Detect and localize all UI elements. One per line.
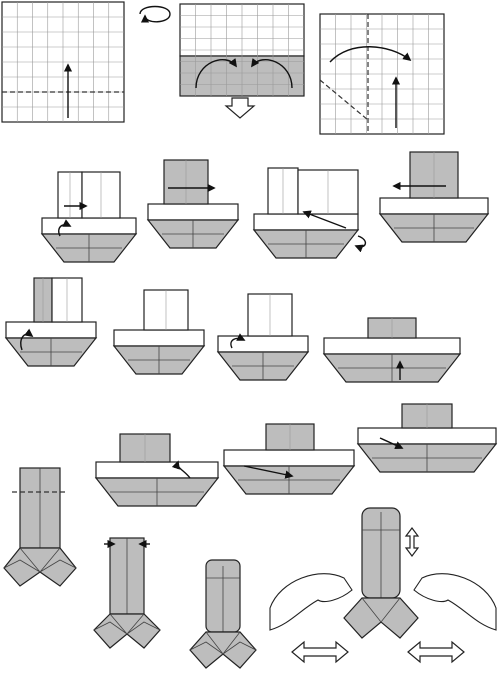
band bbox=[357, 427, 497, 445]
step-3 bbox=[319, 13, 445, 135]
band bbox=[147, 203, 239, 221]
row-2 bbox=[40, 151, 490, 263]
diagonal-fold-line bbox=[319, 79, 369, 121]
step-9 bbox=[112, 289, 206, 375]
turn-over-symbol bbox=[139, 5, 171, 23]
step-5 bbox=[146, 159, 240, 249]
left-hand bbox=[269, 573, 353, 631]
base bbox=[343, 597, 419, 639]
fold-arrow bbox=[329, 46, 412, 63]
band bbox=[95, 461, 219, 479]
crease-grid bbox=[320, 14, 444, 134]
step-16 bbox=[3, 467, 77, 587]
band bbox=[41, 217, 137, 235]
pull-arrow-right bbox=[407, 640, 465, 664]
base bbox=[93, 613, 161, 649]
band bbox=[223, 449, 355, 467]
fold-arrow bbox=[243, 465, 294, 479]
band bbox=[379, 197, 489, 215]
right-hand bbox=[413, 573, 497, 631]
step-14 bbox=[356, 403, 498, 473]
step-12 bbox=[94, 433, 220, 507]
fold-arrow-right bbox=[251, 58, 293, 89]
pull-arrow-left bbox=[291, 640, 349, 664]
fold-arrow bbox=[171, 460, 191, 479]
band bbox=[5, 321, 97, 339]
step-1 bbox=[1, 1, 125, 123]
push-arrow bbox=[224, 97, 256, 119]
step-8 bbox=[4, 277, 98, 367]
base bbox=[3, 547, 77, 587]
fold-arrow bbox=[20, 328, 34, 351]
row-3 bbox=[4, 277, 462, 383]
step-11 bbox=[322, 317, 462, 383]
step-4 bbox=[40, 171, 138, 263]
row-4 bbox=[94, 403, 498, 507]
step-13 bbox=[222, 423, 356, 495]
fold-arrow bbox=[230, 333, 246, 349]
step-6 bbox=[252, 167, 366, 259]
fold-arrow bbox=[379, 437, 404, 450]
step-18 bbox=[269, 507, 497, 664]
band bbox=[253, 213, 359, 231]
fold-arrow bbox=[354, 235, 366, 253]
base bbox=[189, 631, 257, 669]
crease-grid bbox=[2, 2, 124, 122]
step-2 bbox=[179, 3, 305, 119]
crease-grid bbox=[180, 4, 304, 96]
band bbox=[323, 337, 461, 355]
push-arrow bbox=[404, 527, 420, 557]
step-10 bbox=[216, 293, 310, 381]
step-7 bbox=[378, 151, 490, 243]
step-17b bbox=[189, 559, 257, 669]
fold-arrow bbox=[58, 219, 72, 237]
fold-arrow-left bbox=[195, 58, 237, 89]
fold-arrow bbox=[302, 210, 347, 229]
band bbox=[113, 329, 205, 347]
step-17 bbox=[93, 537, 161, 649]
